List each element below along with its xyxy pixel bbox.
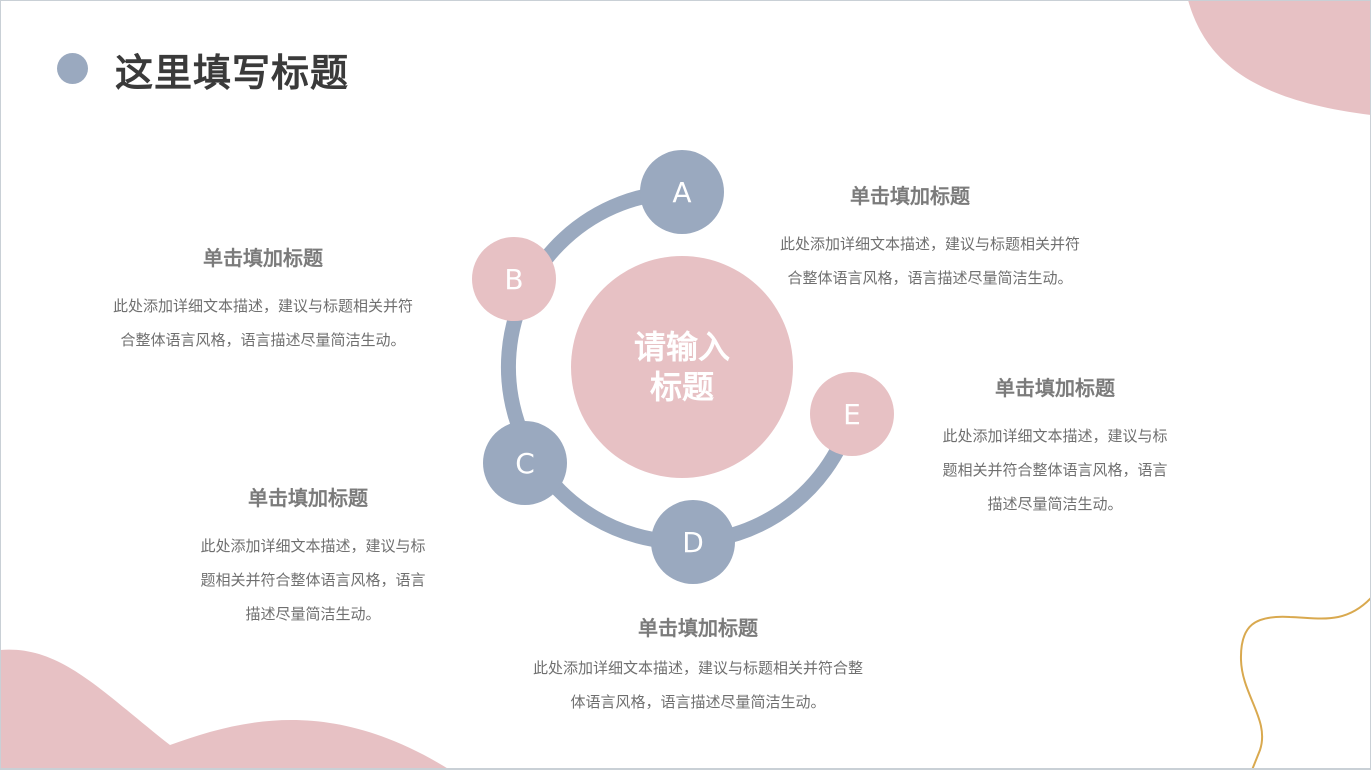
node-d[interactable]: D — [651, 500, 735, 584]
title-bullet — [57, 53, 88, 84]
block-text: 此处添加详细文本描述，建议与标 — [200, 537, 426, 555]
block-text: 合整体语言风格，语言描述尽量简洁生动。 — [787, 269, 1073, 287]
block-text: 题相关并符合整体语言风格，语言 — [200, 571, 426, 589]
block-text: 此处添加详细文本描述，建议与标题相关并符 — [112, 297, 413, 315]
text-block-b[interactable]: 单击填加标题 此处添加详细文本描述，建议与标题相关并符 合整体语言风格，语言描述… — [80, 242, 446, 357]
block-heading: 单击填加标题 — [850, 184, 970, 208]
center-line-1: 请输入 — [633, 328, 730, 366]
block-text: 题相关并符合整体语言风格，语言 — [942, 461, 1168, 479]
block-text: 描述尽量简洁生动。 — [987, 495, 1123, 513]
top-right-blob — [1188, 0, 1371, 115]
bottom-left-blob — [0, 649, 450, 770]
block-text: 此处添加详细文本描述，建议与标 — [942, 427, 1168, 445]
center-line-2: 标题 — [649, 368, 714, 406]
node-e[interactable]: E — [810, 372, 894, 456]
block-heading: 单击填加标题 — [203, 246, 323, 270]
text-block-c[interactable]: 单击填加标题 此处添加详细文本描述，建议与标 题相关并符合整体语言风格，语言 描… — [170, 482, 456, 631]
node-b[interactable]: B — [472, 237, 556, 321]
block-heading: 单击填加标题 — [638, 616, 758, 640]
block-text: 此处添加详细文本描述，建议与标题相关并符 — [779, 235, 1080, 253]
text-block-d[interactable]: 单击填加标题 此处添加详细文本描述，建议与标题相关并符合整 体语言风格，语言描述… — [493, 612, 903, 719]
block-text: 合整体语言风格，语言描述尽量简洁生动。 — [120, 331, 406, 349]
text-block-a[interactable]: 单击填加标题 此处添加详细文本描述，建议与标题相关并符 合整体语言风格，语言描述… — [760, 180, 1080, 295]
node-c[interactable]: C — [483, 421, 567, 505]
page-title[interactable]: 这里填写标题 — [115, 51, 350, 95]
gold-line — [1239, 597, 1371, 770]
block-heading: 单击填加标题 — [248, 486, 368, 510]
block-text: 体语言风格，语言描述尽量简洁生动。 — [570, 693, 826, 711]
text-block-e[interactable]: 单击填加标题 此处添加详细文本描述，建议与标 题相关并符合整体语言风格，语言 描… — [912, 372, 1198, 521]
center-circle[interactable]: 请输入标题 — [571, 256, 793, 478]
block-text: 描述尽量简洁生动。 — [245, 605, 381, 623]
block-heading: 单击填加标题 — [995, 376, 1115, 400]
node-a[interactable]: A — [640, 150, 724, 234]
block-text: 此处添加详细文本描述，建议与标题相关并符合整 — [532, 659, 863, 677]
